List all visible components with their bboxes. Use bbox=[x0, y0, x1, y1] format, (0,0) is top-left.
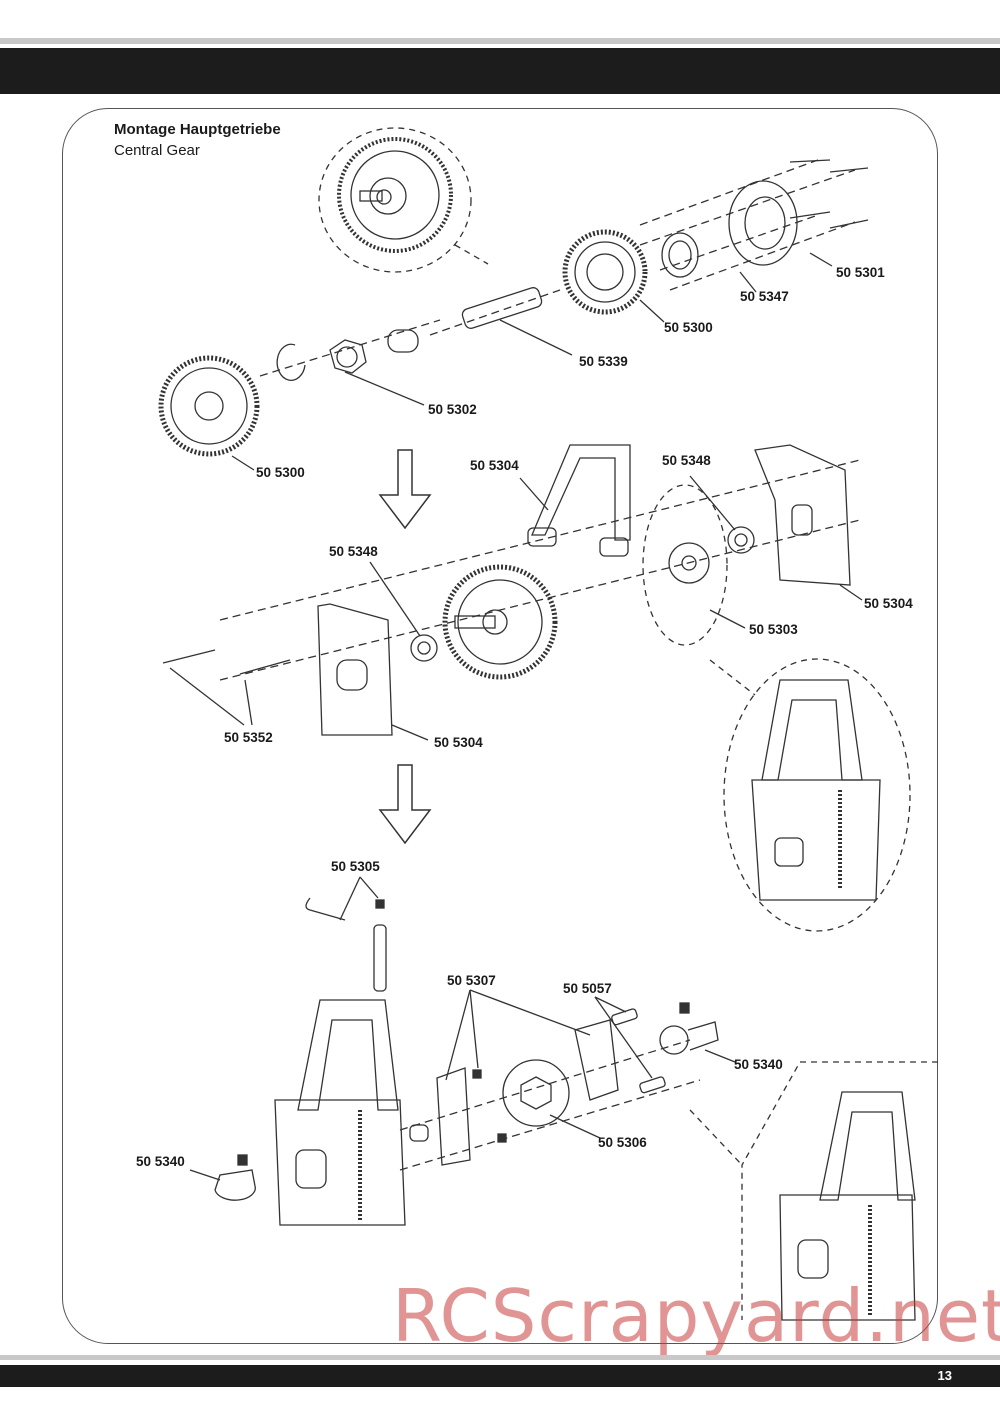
part-label-505306: 50 5306 bbox=[598, 1135, 647, 1150]
gearbox-middle bbox=[162, 444, 863, 741]
page-title: Montage Hauptgetriebe bbox=[114, 121, 281, 138]
arrow-down-icon-2 bbox=[378, 764, 432, 845]
zoom-bubble-bottom bbox=[689, 1061, 938, 1321]
arrow-down-icon bbox=[378, 449, 432, 530]
page-number: 13 bbox=[937, 1368, 952, 1383]
part-label-505304-bottom: 50 5304 bbox=[434, 735, 483, 750]
left-gear-parts bbox=[158, 319, 441, 471]
part-label-505352: 50 5352 bbox=[224, 730, 273, 745]
diagram-frame bbox=[62, 108, 938, 1344]
footer-bar bbox=[0, 1365, 1000, 1387]
part-label-505339: 50 5339 bbox=[579, 354, 628, 369]
part-label-505340-right: 50 5340 bbox=[734, 1057, 783, 1072]
part-label-505300-left: 50 5300 bbox=[256, 465, 305, 480]
zoom-bubble-top bbox=[318, 127, 489, 273]
part-label-505301: 50 5301 bbox=[836, 265, 885, 280]
part-label-505347: 50 5347 bbox=[740, 289, 789, 304]
gearbox-lower bbox=[189, 876, 736, 1226]
part-label-505348-left: 50 5348 bbox=[329, 544, 378, 559]
part-label-505340-left: 50 5340 bbox=[136, 1154, 185, 1169]
page-subtitle: Central Gear bbox=[114, 142, 200, 159]
center-gear-assembly bbox=[562, 159, 869, 323]
part-label-505303: 50 5303 bbox=[749, 622, 798, 637]
main-shaft bbox=[429, 287, 573, 356]
part-label-505302: 50 5302 bbox=[428, 402, 477, 417]
part-label-505348-right: 50 5348 bbox=[662, 453, 711, 468]
part-label-505304-top: 50 5304 bbox=[470, 458, 519, 473]
header-bar bbox=[0, 48, 1000, 94]
part-label-505057: 50 5057 bbox=[563, 981, 612, 996]
watermark-text: RCScrapyard.net bbox=[392, 1274, 1000, 1358]
zoom-bubble-right bbox=[709, 658, 911, 932]
part-label-505307: 50 5307 bbox=[447, 973, 496, 988]
part-label-505305: 50 5305 bbox=[331, 859, 380, 874]
header-rule bbox=[0, 38, 1000, 44]
part-label-505300-top: 50 5300 bbox=[664, 320, 713, 335]
part-label-505304-right: 50 5304 bbox=[864, 596, 913, 611]
footer-rule bbox=[0, 1355, 1000, 1360]
